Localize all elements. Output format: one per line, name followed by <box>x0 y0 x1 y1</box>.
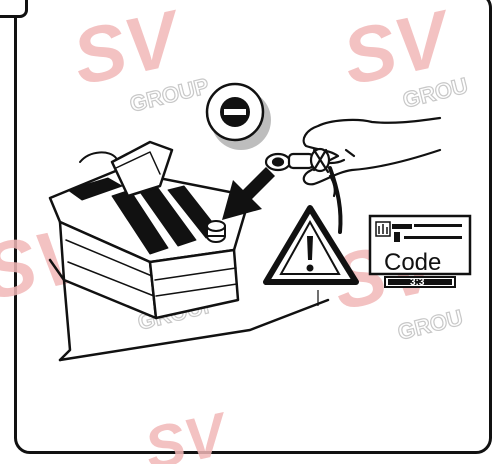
arrow-down-left-icon <box>222 167 275 220</box>
page-reference: 3:3 <box>410 277 425 288</box>
code-panel: Code 3:3 <box>370 216 470 288</box>
minus-sign-icon <box>207 84 271 150</box>
svg-text:SV: SV <box>139 400 236 464</box>
code-label: Code <box>384 249 441 276</box>
